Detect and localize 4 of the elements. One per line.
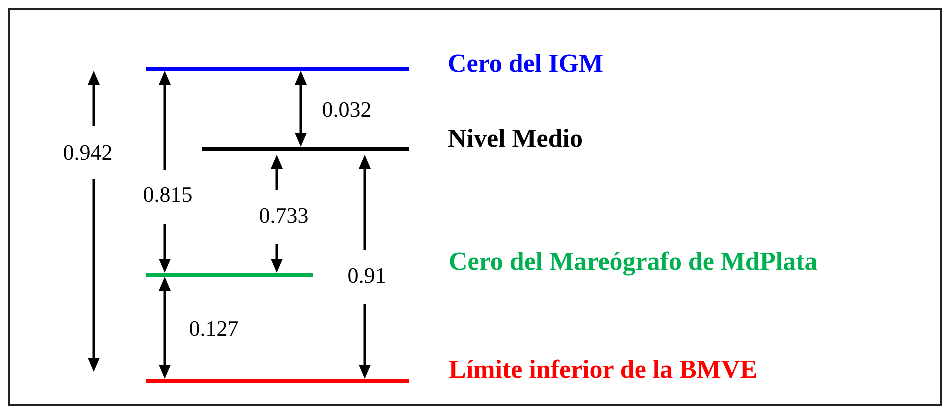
level-label: Cero del Mareógrafo de MdPlata — [449, 247, 818, 277]
level-label: Cero del IGM — [448, 49, 604, 79]
level-label: Nivel Medio — [448, 124, 584, 154]
level-label: Límite inferior de la BMVE — [449, 355, 758, 385]
